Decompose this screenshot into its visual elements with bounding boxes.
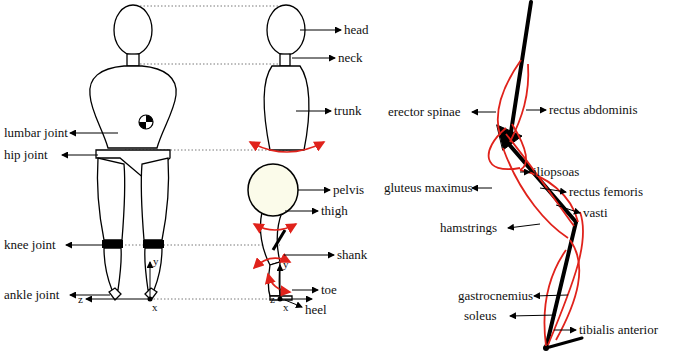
axis-label: x xyxy=(152,300,158,314)
muscle-label: gastrocnemius xyxy=(458,289,533,303)
muscle-label: iliopsoas xyxy=(533,165,579,179)
segment-label: head xyxy=(344,23,369,37)
segment-label: pelvis xyxy=(333,183,364,197)
muscle-label: soleus xyxy=(464,309,497,323)
axis-label: y xyxy=(283,257,289,271)
axis-label: x xyxy=(283,300,289,314)
muscle-label: hamstrings xyxy=(440,221,497,235)
segment-label: ankle joint xyxy=(4,288,59,302)
segment-label: heel xyxy=(305,303,327,317)
segment-label: hip joint xyxy=(4,148,48,162)
segment-label: shank xyxy=(337,248,367,262)
segment-label: knee joint xyxy=(4,238,56,252)
axis-label: z xyxy=(78,292,83,306)
muscle-label: gluteus maximus xyxy=(384,181,472,195)
muscle-label: rectus abdominis xyxy=(549,103,637,117)
segment-label: toe xyxy=(321,283,337,297)
axis-label: y xyxy=(153,254,159,268)
axis-label: z xyxy=(270,292,275,306)
muscle-label: tibialis anterior xyxy=(579,323,658,337)
segment-label: neck xyxy=(338,51,363,65)
segment-label: trunk xyxy=(334,104,361,118)
muscle-label: rectus femoris xyxy=(569,185,643,199)
muscle-label: vasti xyxy=(583,206,608,220)
muscle-label: erector spinae xyxy=(388,105,461,119)
segment-label: thigh xyxy=(321,204,348,218)
segment-label: lumbar joint xyxy=(4,126,68,140)
